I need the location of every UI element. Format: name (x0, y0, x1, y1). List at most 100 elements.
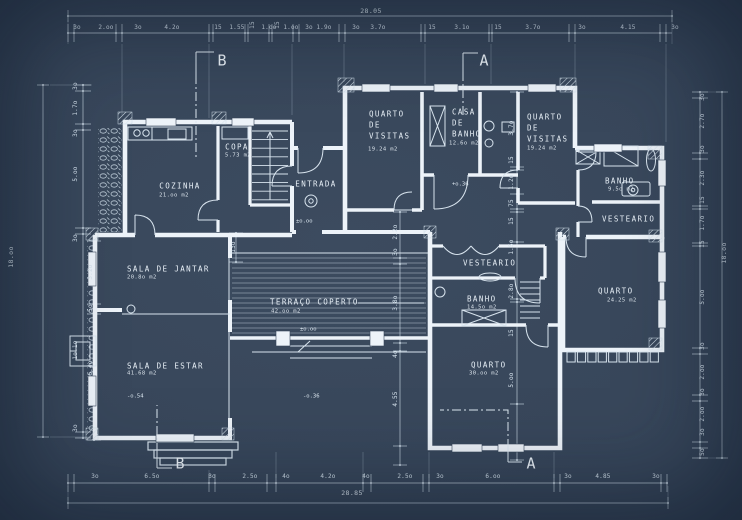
dim-label: 3o (699, 388, 706, 396)
dim-label: 15 (508, 329, 515, 337)
room-label-quarto-de-visitas-oeste: VISITAS (369, 131, 411, 141)
dim-label: 5o (699, 448, 706, 456)
dim-label: 1.oo (283, 24, 299, 31)
level-marker: -o.54 (127, 393, 144, 400)
staircase-treads (252, 130, 540, 319)
dim-label: 1.7o (699, 215, 706, 231)
dim-label: 2.oo (699, 406, 706, 422)
dim-label: 1o.1o (72, 340, 79, 360)
room-label-quarto-sul: QUARTO (471, 360, 507, 370)
dim-label: 4o (362, 473, 370, 480)
room-label-quarto-de-visitas-este: QUARTO (527, 112, 563, 122)
doors (134, 147, 597, 348)
dim-label: 15 (508, 156, 515, 164)
dim-total-left: 18.oo (6, 246, 15, 268)
dim-label: 3o (578, 24, 586, 31)
room-label-vesteario-centro: VESTEARIO (463, 258, 517, 268)
dim-label: 3o (72, 129, 79, 137)
dim-label: 4o (282, 473, 290, 480)
dim-label: 3o (699, 145, 706, 153)
dim-label: 2.2o (392, 224, 399, 240)
room-area-banho-norte: 9.5o m2 (608, 186, 634, 193)
dim-label: 4.2o (164, 24, 180, 31)
dim-label: 15 (428, 24, 436, 31)
level-marker: ±o.oo (300, 326, 317, 333)
room-area-terraco-coperto: 42.oo m2 (271, 308, 301, 315)
dim-label: 3o (134, 24, 142, 31)
room-label-entrada: ENTRADA (295, 179, 337, 189)
dim-label: 1.2o (508, 174, 515, 190)
stone-hatching (87, 128, 122, 434)
dim-label: 3o (436, 473, 444, 480)
room-area-quarto-este: 24.25 m2 (607, 297, 637, 304)
dim-label: 3o (652, 473, 660, 480)
room-label-terraco-coperto: TERRAÇO COPERTO (270, 297, 359, 307)
dim-label: 15 (494, 24, 502, 31)
dim-label: 3o (352, 24, 360, 31)
dim-label: 15 (508, 217, 515, 225)
section-lines (156, 51, 522, 469)
dim-label: 3o (392, 248, 399, 256)
dim-label: 3o (72, 82, 79, 90)
dim-label: 3o (305, 24, 313, 31)
room-label-casa-de-banho: DE (452, 118, 464, 128)
dim-label: 2.8o (508, 283, 515, 299)
room-label-casa-de-banho: CASA (452, 107, 476, 117)
room-area-copa: 5.73 m2 (225, 152, 251, 159)
dim-label: 15 (699, 240, 706, 248)
room-label-quarto-de-visitas-este: DE (527, 123, 539, 133)
room-area-quarto-de-visitas-este: 19.24 m2 (527, 145, 557, 152)
dim-label: 5.oo (72, 166, 79, 182)
dim-label: 3.7o (508, 120, 515, 136)
dim-label: 2.7o (699, 113, 706, 129)
corner-hatches (85, 77, 663, 441)
dim-total-right: 18.oo (719, 242, 728, 264)
room-area-quarto-de-visitas-oeste: 19.24 m2 (368, 146, 398, 153)
room-area-casa-de-banho: 12.6o m2 (449, 140, 479, 147)
dim-label: 3o (208, 473, 216, 480)
dim-label: 3.7o (370, 24, 386, 31)
room-label-sala-de-estar: SALA DE ESTAR (127, 361, 204, 371)
room-area-sala-de-estar: 41.68 m2 (127, 370, 157, 377)
dim-label: 3o (72, 424, 79, 432)
room-label-quarto-este: QUARTO (598, 286, 634, 296)
dim-label: 5o (87, 304, 94, 312)
dim-label: 4.2o (320, 473, 336, 480)
room-area-sala-de-jantar: 20.8o m2 (127, 274, 157, 281)
dim-label: 1.9o (316, 24, 332, 31)
dim-label: 3.8o (392, 295, 399, 311)
dim-label: 75 (508, 199, 515, 207)
room-label-quarto-de-visitas-este: VISITAS (527, 134, 569, 144)
dim-label: 1.55 (229, 24, 245, 31)
dim-label: 2.5o (397, 473, 413, 480)
dim-label: 2.oo (699, 364, 706, 380)
dim-label: 6.4o (87, 360, 94, 376)
dim-label: 6.5o (144, 473, 160, 480)
dim-label: 4.85 (595, 473, 611, 480)
room-label-casa-de-banho: BANHO (452, 129, 482, 139)
room-label-sala-de-jantar: SALA DE JANTAR (127, 264, 210, 274)
room-area-cozinha: 21.oo m2 (159, 192, 189, 199)
section-marker-b: B (217, 51, 227, 70)
level-marker: +o.36 (452, 181, 469, 188)
dim-label: 3o (564, 473, 572, 480)
dim-label: 3o (699, 342, 706, 350)
dim-label: 4.15 (620, 24, 636, 31)
room-area-banho-centro: 14.5o m2 (467, 304, 497, 311)
section-marker-a: A (526, 454, 536, 473)
dim-label: 3.2o (87, 264, 94, 280)
thin-lines (122, 131, 428, 418)
extension-lines (50, 20, 726, 500)
dim-label: 5.oo (699, 289, 706, 305)
pergola-squares (566, 351, 659, 363)
dim-label: 4.55 (392, 391, 399, 407)
level-marker: ±o.oo (296, 218, 313, 225)
dim-label: 5.oo (508, 372, 515, 388)
windows (87, 83, 667, 453)
dim-label: 3.1o (454, 24, 470, 31)
room-label-banho-norte: BANHO (605, 176, 635, 186)
dim-label: 2.3o (699, 170, 706, 186)
